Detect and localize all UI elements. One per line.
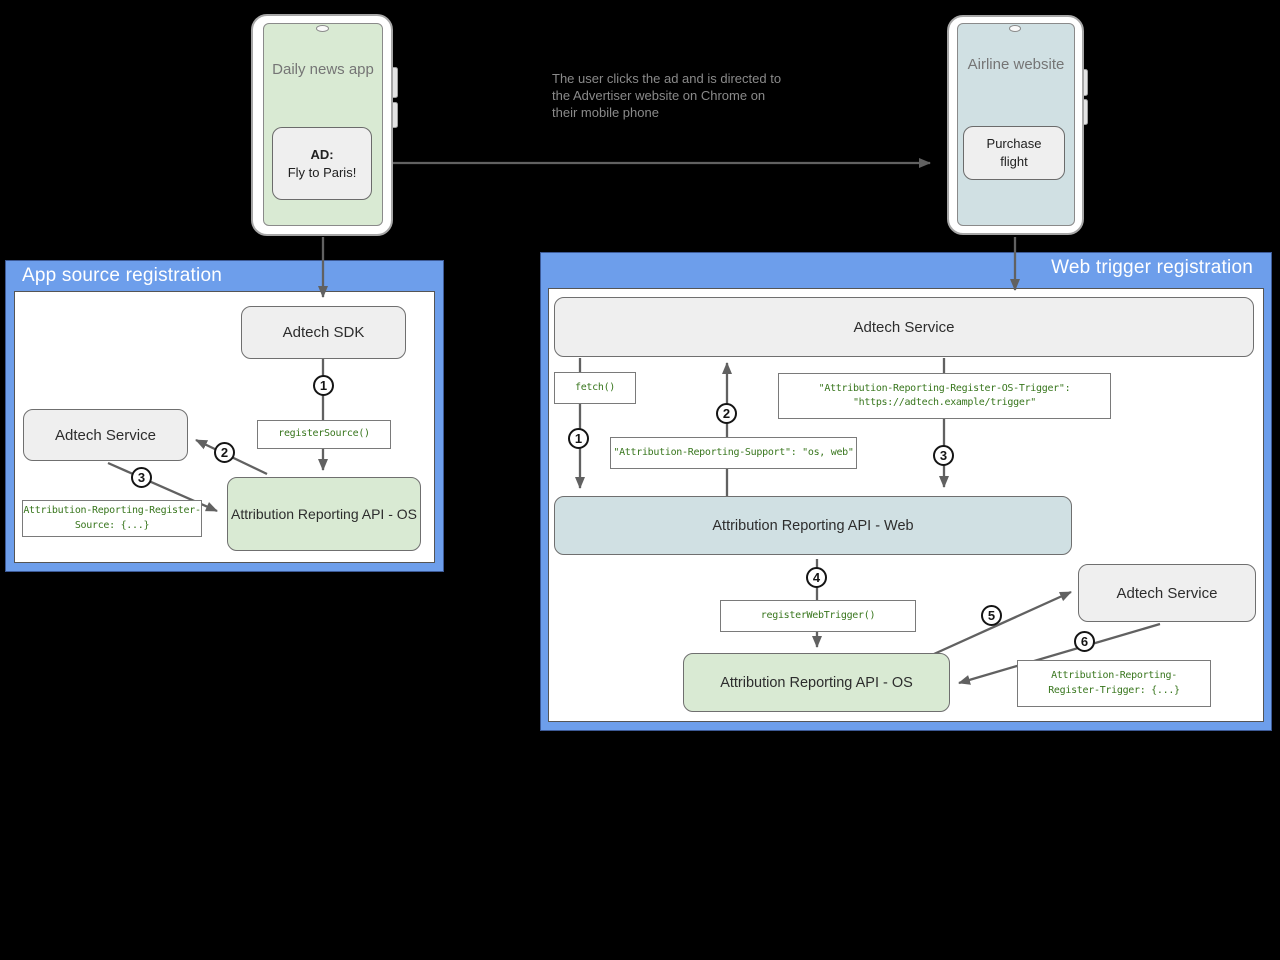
purchase-flight-label: Purchase flight	[986, 136, 1042, 169]
step-circle-5: 5	[981, 605, 1002, 626]
app-source-panel-title: App source registration	[22, 265, 222, 286]
step-circle-2: 2	[214, 442, 235, 463]
node-attribution-api-web: Attribution Reporting API - Web	[554, 496, 1072, 555]
code-support-header: "Attribution-Reporting-Support": "os, we…	[610, 437, 857, 469]
step-circle-2: 2	[716, 403, 737, 424]
step-circle-3: 3	[933, 445, 954, 466]
node-adtech-sdk: Adtech SDK	[241, 306, 406, 359]
purchase-flight-box: Purchase flight	[963, 126, 1065, 180]
camera-dot-icon	[316, 25, 329, 32]
ad-box: AD: Fly to Paris!	[272, 127, 372, 200]
node-attribution-api-os-left: Attribution Reporting API - OS	[227, 477, 421, 551]
step-circle-6: 6	[1074, 631, 1095, 652]
user-click-annotation: The user clicks the ad and is directed t…	[552, 71, 782, 120]
code-register-trigger-header: Attribution-Reporting- Register-Trigger:…	[1017, 660, 1211, 707]
code-register-source-header: Attribution-Reporting-Register- Source: …	[22, 500, 202, 537]
ad-box-text: Fly to Paris!	[287, 164, 357, 180]
step-circle-1: 1	[313, 375, 334, 396]
code-register-web-trigger: registerWebTrigger()	[720, 600, 916, 632]
node-adtech-service-left: Adtech Service	[23, 409, 188, 461]
code-register-source: registerSource()	[257, 420, 391, 449]
step-circle-3: 3	[131, 467, 152, 488]
node-adtech-service-top: Adtech Service	[554, 297, 1254, 357]
ad-box-title: AD:	[310, 146, 334, 162]
node-adtech-service-right: Adtech Service	[1078, 564, 1256, 622]
arrow-os-to-service-step5	[933, 590, 1072, 656]
airline-screen	[957, 23, 1075, 226]
step-circle-1: 1	[568, 428, 589, 449]
code-fetch: fetch()	[554, 372, 636, 404]
node-attribution-api-os-right: Attribution Reporting API - OS	[683, 653, 950, 712]
camera-dot-icon	[1009, 25, 1021, 32]
web-trigger-panel-title: Web trigger registration	[1051, 257, 1253, 278]
step-circle-4: 4	[806, 567, 827, 588]
arrow-service-to-os-step6	[958, 622, 1161, 685]
airline-website-label: Airline website	[967, 56, 1065, 73]
code-register-os-trigger-header: "Attribution-Reporting-Register-OS-Trigg…	[778, 373, 1111, 419]
daily-news-app-label: Daily news app	[272, 61, 374, 78]
